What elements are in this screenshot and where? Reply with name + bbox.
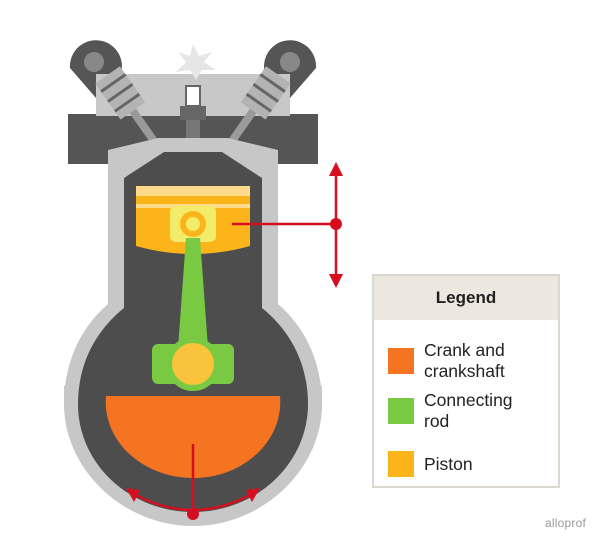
legend-item-crank: Crank and crankshaft — [388, 340, 554, 382]
legend-label-rod: Connecting rod — [424, 390, 513, 431]
legend-item-piston: Piston — [388, 451, 554, 477]
piston-motion-arrow — [232, 162, 343, 288]
legend-item-rod: Connecting rod — [388, 390, 554, 432]
legend-label-crank: Crank and crankshaft — [424, 340, 505, 381]
crankshaft — [105, 396, 281, 478]
crank-swatch — [388, 348, 414, 374]
legend-title: Legend — [374, 276, 558, 320]
legend-box: Legend Crank and crankshaft Connecting r… — [372, 274, 560, 488]
connecting-rod — [152, 238, 234, 391]
spark-plug — [176, 44, 216, 140]
crank-rotation-arrow — [126, 488, 260, 520]
brand-logo: alloprof — [545, 516, 586, 530]
legend-label-piston: Piston — [424, 453, 473, 474]
rod-swatch — [388, 398, 414, 424]
piston — [136, 186, 250, 254]
right-valve — [229, 66, 291, 143]
piston-swatch — [388, 451, 414, 477]
left-valve — [95, 66, 157, 143]
